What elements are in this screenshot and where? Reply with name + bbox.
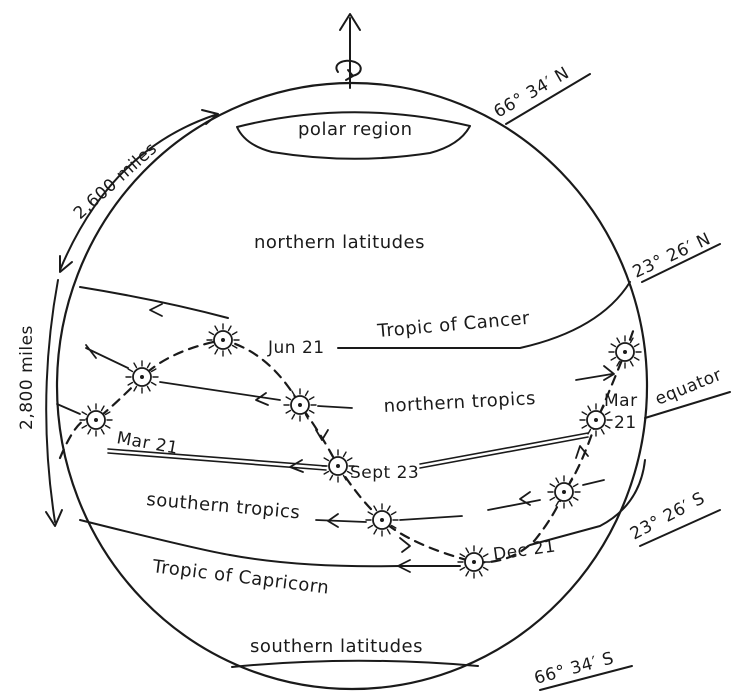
rotation-axis (335, 13, 362, 89)
sun-southern-tropics-icon (365, 503, 399, 537)
southern-tropics-label: southern tropics (146, 489, 302, 523)
sun-symbols (79, 323, 642, 579)
date-jun21-label: Jun 21 (267, 338, 325, 358)
sun-mar21-left-icon (79, 403, 113, 437)
antarctic-underline (539, 665, 633, 691)
southern-latitudes-label: southern latitudes (250, 636, 423, 657)
latitude-capricorn-label: 23° 26′ S (627, 488, 709, 544)
latitude-arctic-label: 66° 34′ N (491, 63, 573, 122)
distance-upper-label: 2,600 miles (70, 139, 161, 224)
tropic-of-cancer-line (79, 286, 229, 319)
date-mar21-right-label-b: 21 (614, 413, 637, 433)
arctic-underline (505, 73, 591, 125)
distance-arc-lower (45, 279, 59, 523)
globe-outline (55, 81, 649, 691)
sun-upper-right-icon (608, 335, 642, 369)
southern-tropics-line (315, 519, 367, 523)
cancer-underline (641, 243, 721, 283)
sun-capricorn-right-icon (547, 475, 581, 509)
northern-latitudes-label: northern latitudes (254, 232, 425, 253)
northern-tropics-label: northern tropics (383, 388, 536, 417)
sun-sept23-icon (321, 449, 355, 483)
date-dec21-label: Dec 21 (492, 536, 557, 565)
south-cap-line (231, 659, 479, 668)
date-sept23-label: Sept 23 (350, 463, 419, 483)
capricorn-underline (639, 509, 721, 547)
equator-label: equator (652, 365, 724, 410)
polar-region-label: polar region (298, 119, 413, 140)
equator-underline (644, 391, 731, 419)
latitude-antarctic-label: 66° 34′ S (532, 648, 616, 688)
distance-arc-upper (59, 114, 216, 271)
tropic-of-capricorn-line (79, 519, 231, 556)
rotation-arrow-icon (335, 59, 362, 77)
tropic-of-capricorn-label: Tropic of Capricorn (150, 556, 330, 599)
polar-cap-line (236, 111, 471, 160)
sun-mid-left-icon (125, 360, 159, 394)
sun-northern-tropics-icon (283, 388, 317, 422)
sun-jun21-icon (206, 323, 240, 357)
northern-tropics-line (159, 381, 281, 401)
tropic-of-cancer-label: Tropic of Cancer (376, 308, 531, 342)
latitude-cancer-label: 23° 26′ N (630, 229, 714, 282)
sun-dec21-icon (457, 545, 491, 579)
sun-mar21-right-icon (579, 403, 613, 437)
distance-lower-label: 2,800 miles (17, 325, 37, 430)
date-mar21-right-label-a: Mar (604, 391, 638, 411)
equator-line (107, 448, 327, 467)
